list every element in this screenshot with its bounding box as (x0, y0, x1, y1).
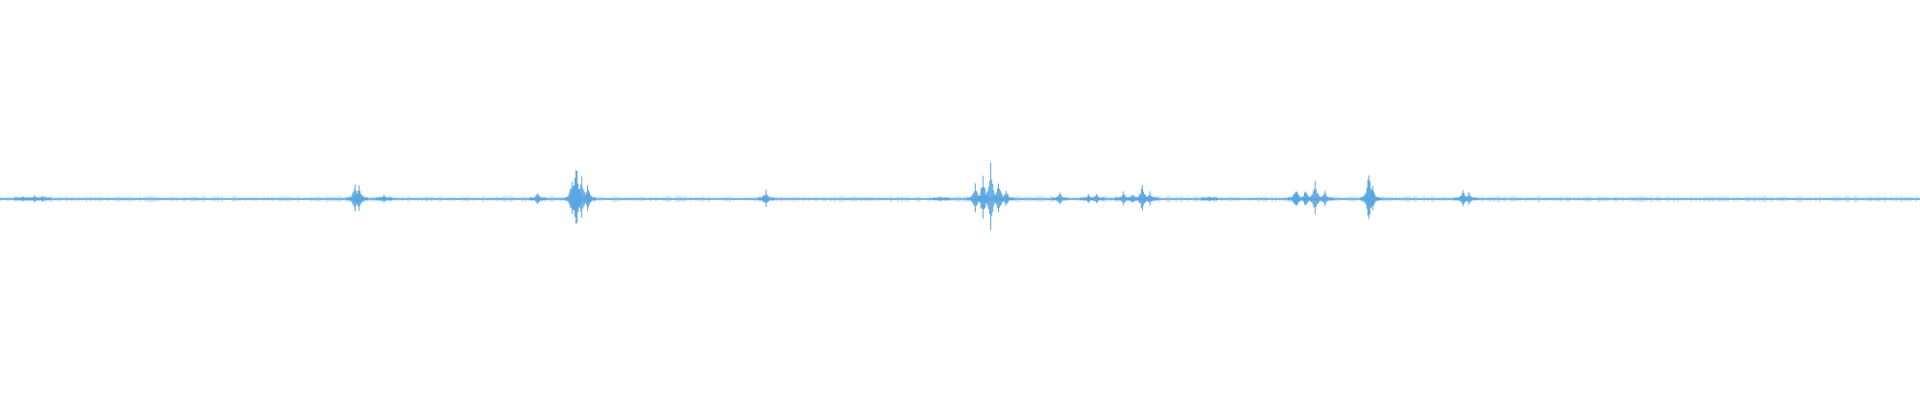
waveform-spikes (0, 162, 1919, 231)
